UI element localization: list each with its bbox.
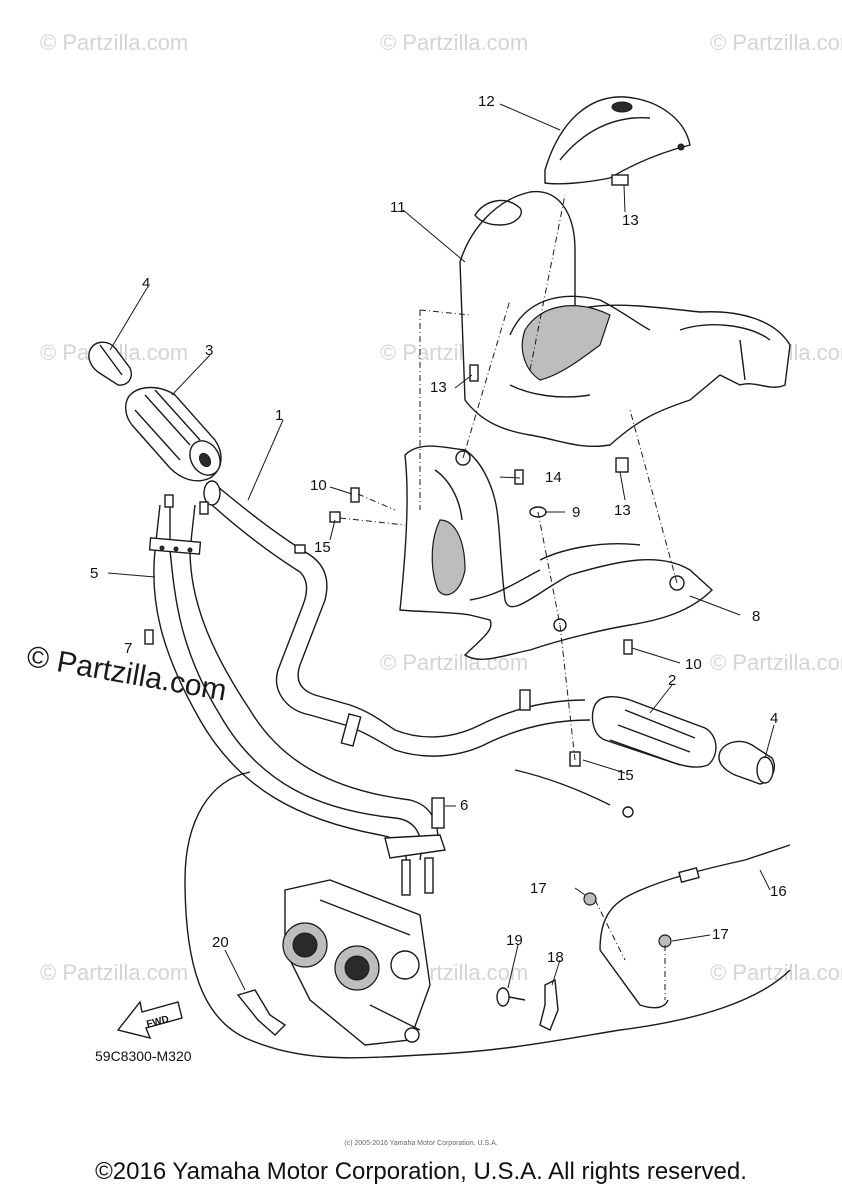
callout-19: 19 — [506, 932, 523, 949]
callout-6: 6 — [460, 797, 468, 814]
fwd-arrow: FWD — [116, 1000, 183, 1040]
watermark: © Partzilla.com — [710, 650, 842, 675]
callout-1: 1 — [275, 407, 283, 424]
part-16-cable — [599, 844, 791, 1009]
callout-16: 16 — [770, 883, 787, 900]
part-19-bolt — [496, 987, 526, 1007]
diagram-code: 59C8300-M320 — [95, 1048, 192, 1064]
callout-11: 11 — [390, 199, 406, 216]
part-18-bracket — [539, 978, 559, 1031]
callout-labels: 1 2 3 4 4 5 6 7 8 9 10 10 11 12 13 13 13… — [90, 93, 787, 966]
callout-17: 17 — [712, 926, 729, 943]
callout-17: 17 — [530, 880, 547, 897]
callout-18: 18 — [547, 949, 564, 966]
callout-13: 13 — [622, 212, 639, 229]
part-10-screw-right — [623, 639, 633, 655]
part-11-front-cover — [459, 191, 791, 448]
callout-20: 20 — [212, 934, 229, 951]
part-20-clamp — [236, 989, 287, 1036]
callout-7: 7 — [124, 640, 132, 657]
callout-5: 5 — [90, 565, 98, 582]
footer-copyright: ©2016 Yamaha Motor Corporation, U.S.A. A… — [95, 1158, 747, 1185]
watermark-layer: © Partzilla.com © Partzilla.com © Partzi… — [40, 30, 842, 985]
callout-4: 4 — [770, 710, 778, 727]
part-10-screw-left — [350, 487, 360, 503]
watermark: © Partzilla.com — [380, 30, 528, 55]
watermark: © Partzilla.com — [710, 30, 842, 55]
part-6-bracket — [384, 797, 446, 896]
callout-9: 9 — [572, 504, 580, 521]
callout-10: 10 — [310, 477, 327, 494]
part-13-clip — [469, 174, 629, 473]
leader-lines — [107, 103, 775, 991]
assembly-lines — [339, 194, 678, 1000]
callout-8: 8 — [752, 608, 760, 625]
callout-14: 14 — [545, 469, 562, 486]
callout-13: 13 — [614, 502, 631, 519]
part-7-screw — [144, 629, 154, 645]
part-4-bar-end-right — [718, 740, 776, 785]
part-5-throttle-cable — [148, 494, 439, 871]
callout-2: 2 — [668, 672, 676, 689]
callout-3: 3 — [205, 342, 213, 359]
tiny-copyright: (c) 2005-2016 Yamaha Motor Corporation, … — [344, 1140, 498, 1147]
detail-boundary — [184, 771, 791, 1059]
callout-15: 15 — [617, 767, 634, 784]
part-9-screw — [529, 506, 547, 518]
part-4-bar-end-left — [88, 341, 132, 386]
part-12-top-cover — [544, 96, 691, 185]
callout-12: 12 — [478, 93, 495, 110]
cable-to-throttle-body — [514, 769, 634, 818]
callout-10: 10 — [685, 656, 702, 673]
part-1-handlebar — [203, 480, 591, 757]
throttle-body — [282, 879, 431, 1046]
callout-15: 15 — [314, 539, 331, 556]
part-2-right-grip — [591, 696, 717, 768]
callout-13: 13 — [430, 379, 447, 396]
part-14-screw — [514, 469, 524, 485]
watermark: © Partzilla.com — [710, 960, 842, 985]
part-3-left-grip — [125, 386, 222, 482]
part-17-nut — [583, 892, 597, 906]
callout-4: 4 — [142, 275, 150, 292]
watermark: © Partzilla.com — [40, 960, 188, 985]
watermark: © Partzilla.com — [40, 30, 188, 55]
